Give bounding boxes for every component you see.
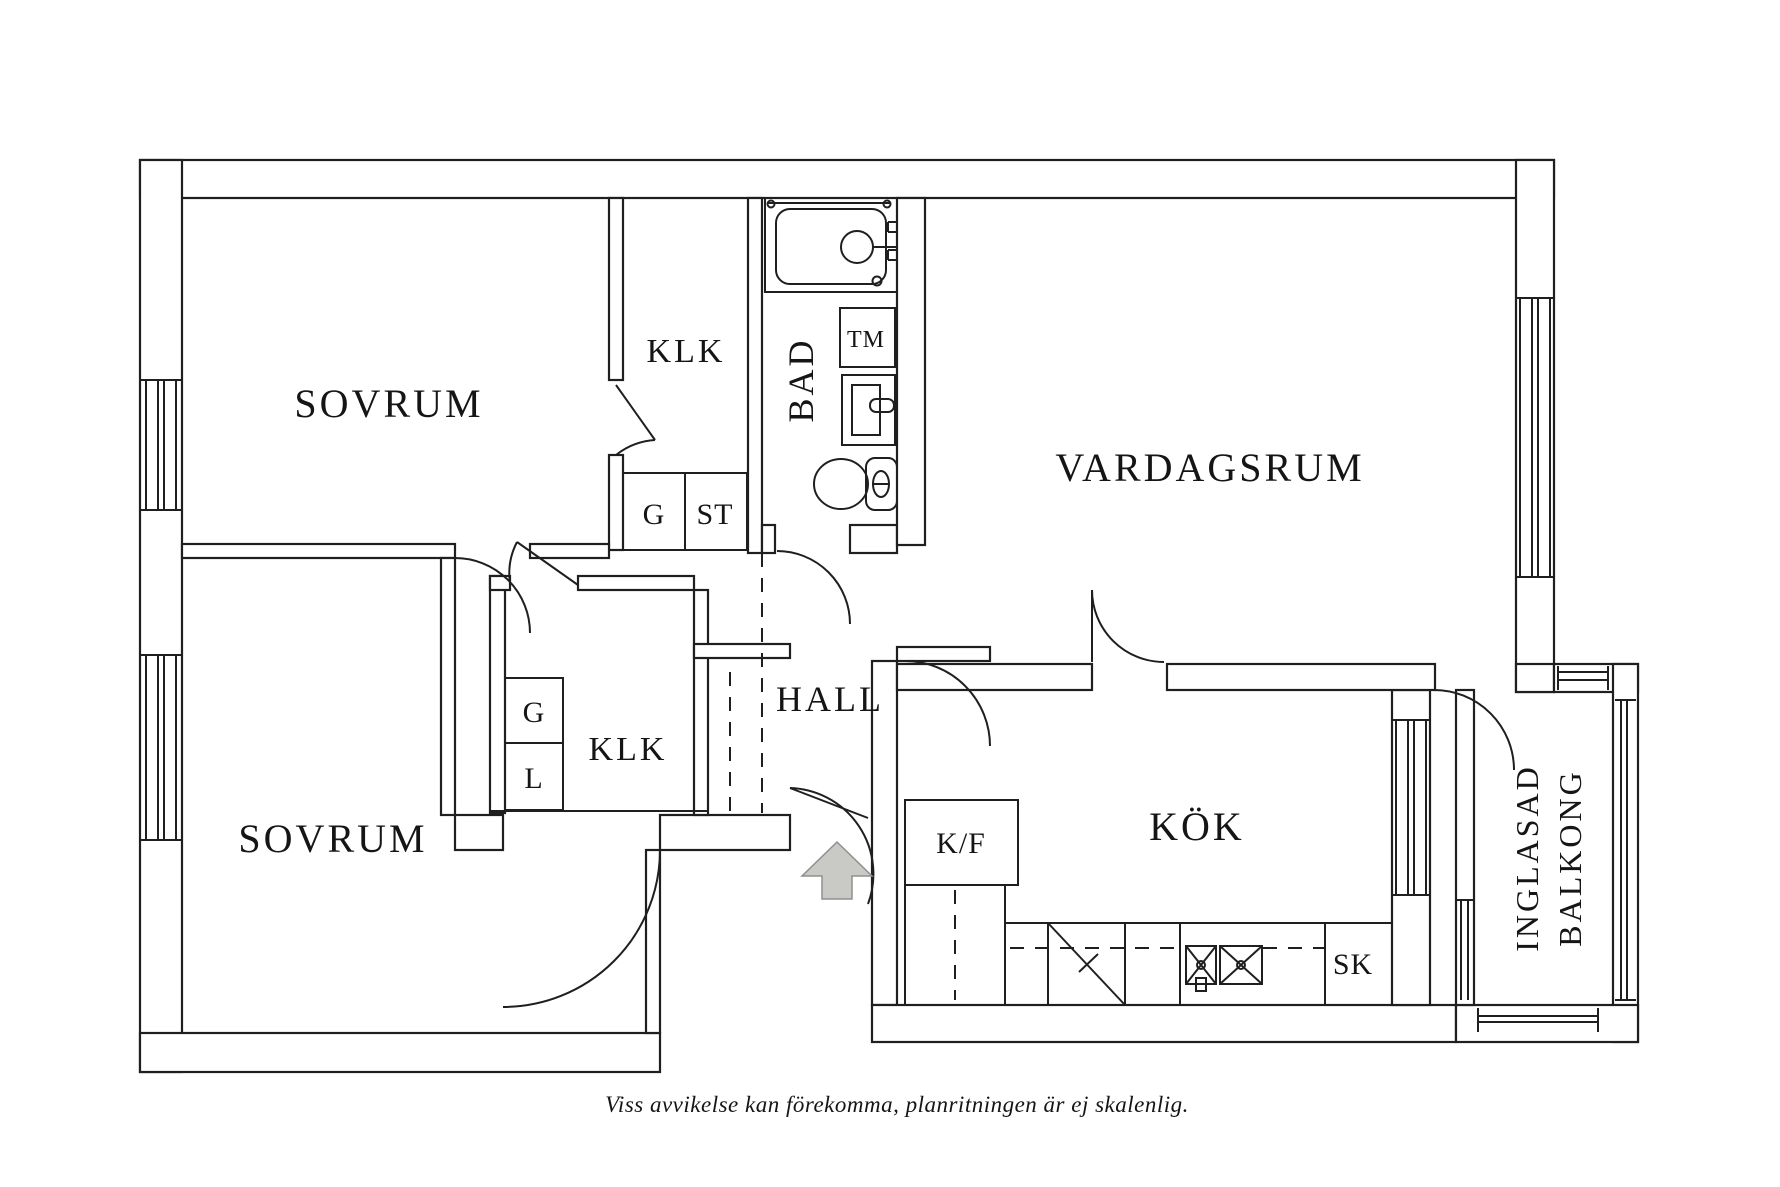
label-closet-g-top: G bbox=[643, 498, 666, 531]
label-kf: K/F bbox=[936, 827, 986, 860]
kitchen-sink bbox=[1185, 945, 1263, 992]
bathtub bbox=[764, 197, 898, 293]
label-klk-mid: KLK bbox=[589, 731, 668, 768]
toilet bbox=[813, 457, 898, 511]
window bbox=[140, 379, 182, 511]
door-arc bbox=[615, 439, 656, 456]
window bbox=[1516, 297, 1554, 578]
closet-boxes bbox=[490, 472, 748, 812]
window bbox=[1392, 719, 1430, 896]
dashed-guides bbox=[729, 553, 1325, 1000]
balcony-glazing-bottom bbox=[1477, 1008, 1599, 1032]
label-sovrum-top: SOVRUM bbox=[294, 381, 483, 426]
label-vardagsrum: VARDAGSRUM bbox=[1055, 445, 1364, 490]
door-leaf bbox=[615, 384, 656, 441]
label-kok: KÖK bbox=[1149, 804, 1245, 849]
windows bbox=[140, 297, 1636, 1032]
balcony-glazing-right bbox=[1615, 699, 1636, 1001]
label-bad: BAD bbox=[781, 337, 821, 422]
balcony-glazing-top bbox=[1557, 666, 1609, 690]
label-hall: HALL bbox=[776, 679, 884, 719]
bathroom-fixtures bbox=[764, 197, 898, 511]
wash-basin bbox=[841, 374, 896, 446]
door-arc bbox=[508, 541, 518, 584]
labels: SOVRUM SOVRUM KLK KLK BAD VARDAGSRUM HAL… bbox=[238, 327, 1588, 1117]
exterior-walls bbox=[138, 158, 1640, 1074]
label-tm: TM bbox=[847, 327, 885, 353]
label-klk-top: KLK bbox=[647, 333, 726, 370]
door-arc bbox=[502, 849, 661, 1008]
label-balkong: BALKONG bbox=[1552, 769, 1588, 946]
kitchen-fittings bbox=[904, 799, 1392, 1006]
label-closet-st: ST bbox=[696, 498, 733, 531]
entrance-arrow-icon bbox=[800, 840, 874, 900]
stove-symbol bbox=[1047, 922, 1126, 1006]
kitchen-cabinet bbox=[904, 884, 1006, 1006]
door-leaf bbox=[789, 787, 869, 819]
door-arc bbox=[904, 660, 991, 747]
label-closet-l: L bbox=[524, 762, 543, 795]
label-closet-sk: SK bbox=[1333, 948, 1373, 981]
door-arc bbox=[789, 787, 875, 905]
washing-machine-box bbox=[839, 307, 896, 368]
door-arc bbox=[1091, 589, 1165, 663]
label-inglasad: INGLASAD bbox=[1509, 764, 1545, 952]
interior-walls bbox=[180, 196, 992, 817]
door-arc bbox=[1433, 689, 1515, 771]
label-closet-g-mid: G bbox=[523, 696, 546, 729]
door-arc bbox=[454, 557, 531, 634]
label-sovrum-bottom: SOVRUM bbox=[238, 816, 427, 861]
door-arcs bbox=[454, 384, 1515, 1008]
window bbox=[140, 654, 182, 841]
disclaimer-text: Viss avvikelse kan förekomma, planritnin… bbox=[605, 1092, 1189, 1117]
door-arc bbox=[776, 550, 851, 625]
door-leaf bbox=[516, 541, 579, 586]
balcony-glazing-left bbox=[1456, 899, 1474, 1000]
